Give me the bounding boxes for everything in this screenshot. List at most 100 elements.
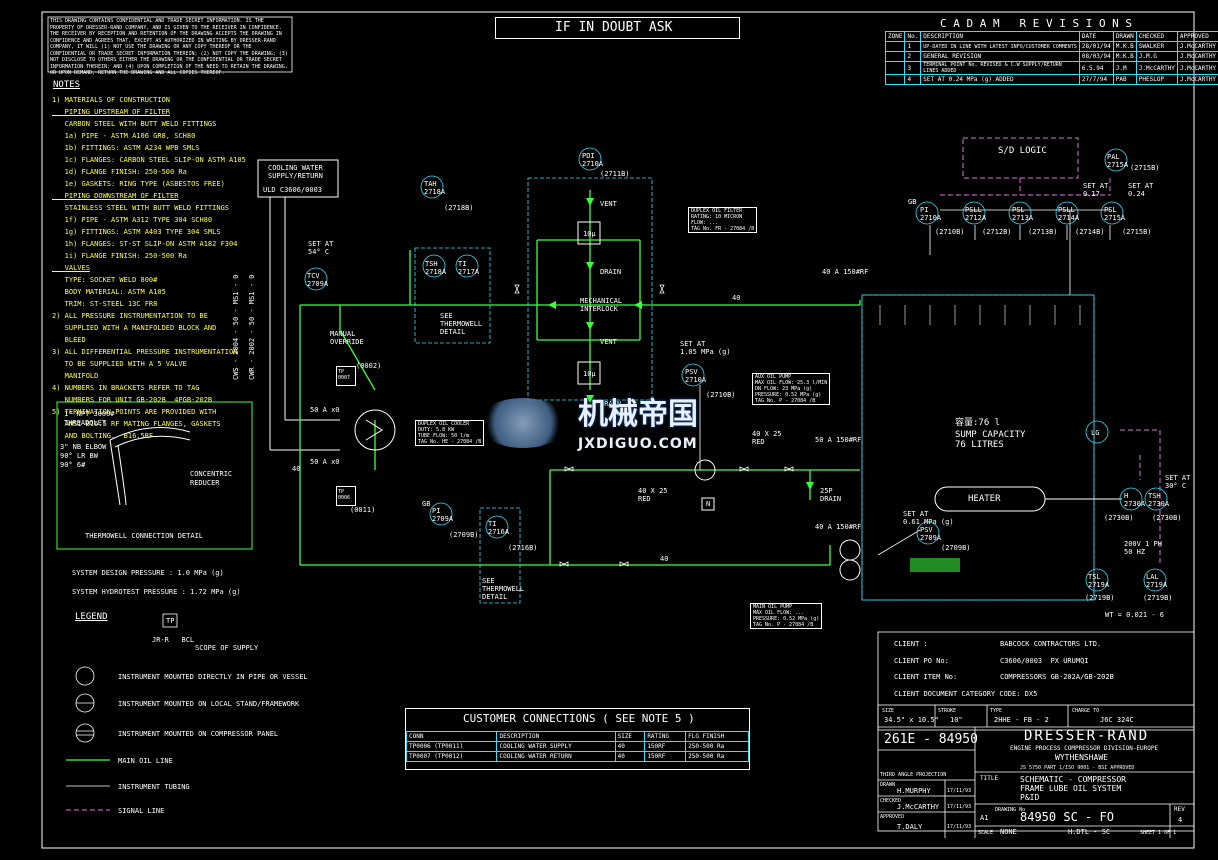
- type-value: 2HHE - FB - 2: [994, 716, 1049, 724]
- tsl-ref: (2719B): [1085, 594, 1115, 602]
- power-supply: 200V 1 PH 50 HZ: [1124, 540, 1162, 556]
- aux-pump-line: AUX OIL PUMP: [755, 374, 792, 380]
- legend-item: INSTRUMENT MOUNTED ON LOCAL STAND/FRAMEW…: [118, 700, 300, 708]
- note-line: 5) TERMINATION POINTS ARE PROVIDED WITH: [52, 408, 217, 416]
- rev-cell: SET AT 0.24 MPa (g) ADDED: [920, 74, 1080, 85]
- rev-label: REV: [1174, 806, 1185, 813]
- checked-date: 17/11/93: [947, 804, 972, 810]
- job-number: 261E - 84950: [884, 732, 978, 747]
- doc-category: CLIENT DOCUMENT CATEGORY CODE: DX5: [894, 690, 1038, 698]
- client-label: CLIENT :: [894, 640, 928, 648]
- legend-item: INSTRUMENT MOUNTED ON COMPRESSOR PANEL: [118, 730, 279, 738]
- cooler-table-line: TUBE FLOW: 50 l/m: [418, 433, 470, 439]
- h-ref: (2730B): [1104, 514, 1134, 522]
- type-label: TYPE: [990, 708, 1003, 714]
- title-label: TITLE: [980, 775, 999, 782]
- note-line: BODY MATERIAL: ASTM A105: [52, 288, 166, 296]
- cust-cell: TP0006 (TP0011): [405, 741, 498, 752]
- tsh2-ref: (2730B): [1152, 514, 1182, 522]
- rev-cell: 6.5.94: [1078, 61, 1114, 75]
- see-thermowell-2: SEE THERMOWELL DETAIL: [482, 577, 525, 601]
- tag-0011: (0011): [350, 506, 376, 514]
- line-50: 50 A 150#RF: [815, 436, 862, 444]
- division: ENGINE PROCESS COMPRESSOR DIVISION-EUROP…: [1010, 745, 1159, 752]
- table-row: TP0007 (TP0012) COOLING WATER RETURN 40 …: [405, 751, 749, 762]
- system-design-pressure: SYSTEM DESIGN PRESSURE : 1.0 MPa (g): [72, 569, 224, 577]
- main-pump-line: PRESSURE: 0.52 MPa (g): [753, 616, 820, 622]
- tp0007-label: TP 0007: [338, 369, 351, 381]
- legend-scope: SCOPE OF SUPPLY: [195, 644, 259, 652]
- legend-item: INSTRUMENT MOUNTED DIRECTLY IN PIPE OR V…: [118, 673, 308, 681]
- reducer-1: 40 X 25 RED: [638, 487, 668, 503]
- cws-line-label: CWS - 2004 - 50 - MS1 - 0: [232, 274, 240, 380]
- line-40-a: 40: [292, 465, 301, 473]
- filter-table: DUPLEX OIL FILTER RATING: 10 MICRON FLOW…: [688, 207, 758, 233]
- cust-col: SIZE: [614, 731, 646, 742]
- legend-jr: JR-R BCL: [152, 636, 195, 644]
- sheet-value: SHEET 1 OF 1: [1140, 830, 1177, 836]
- rev-cell: [884, 61, 906, 75]
- aux-pump-table: AUX OIL PUMP MAX OIL FLOW: 25.3 l/MIN DN…: [752, 373, 831, 405]
- cust-cell: 250-500 Ra: [685, 751, 749, 762]
- system-hydrotest-pressure: SYSTEM HYDROTEST PRESSURE : 1.72 MPa (g): [72, 588, 241, 596]
- rev-cell: 3: [904, 61, 922, 75]
- filter-table-line: TAG No. FR - 27084 /B: [691, 226, 755, 232]
- note-line: PIPING UPSTREAM OF FILTER: [52, 108, 171, 116]
- note-line: TO BE SUPPLIED WITH A 5 VALVE: [52, 360, 187, 368]
- tw-label: 90° 6#: [60, 461, 86, 469]
- location: WYTHENSHAWE: [1055, 753, 1108, 762]
- tah-ref: (2718B): [444, 204, 474, 212]
- note-line: 3) ALL DIFFERENTIAL PRESSURE INSTRUMENTA…: [52, 348, 238, 356]
- cust-cell: 40: [614, 751, 646, 762]
- checked-value: J.McCARTHY: [897, 803, 940, 811]
- set-024: SET AT 0.24: [1128, 182, 1154, 198]
- sd-logic: S/D LOGIC: [998, 146, 1047, 156]
- tw-label: CONCENTRIC: [190, 470, 233, 478]
- size-value: 34.5" x 10.5": [884, 716, 939, 724]
- ref-value: H.DTL - SC: [1068, 828, 1111, 836]
- rev-col-date: DATE: [1078, 31, 1114, 42]
- aux-pump-line: TAG No. P - 27084 /B: [755, 398, 816, 404]
- tw-caption: THERMOWELL CONNECTION DETAIL: [85, 532, 204, 540]
- approved-label: APPROVED: [880, 814, 905, 820]
- checked-label: CHECKED: [880, 798, 902, 804]
- vent-label-1: VENT: [600, 200, 617, 208]
- drain-25p: 25P DRAIN: [820, 487, 842, 503]
- sump-capacity: SUMP CAPACITY 76 LITRES: [955, 430, 1026, 450]
- po-label: CLIENT PO No:: [894, 657, 949, 665]
- reducer-2: 40 X 25 RED: [752, 430, 782, 446]
- po-value: C3606/0003 PX URUMQI: [1000, 657, 1089, 665]
- note-line: PIPING DOWNSTREAM OF FILTER: [52, 192, 179, 200]
- tw-label: 1" NPT 3000#: [64, 410, 115, 418]
- drawing-number: 84950 SC - FO: [1020, 810, 1114, 824]
- main-pump-line: MAX OIL FLOW: ...: [753, 610, 805, 616]
- rev-col-drawn: DRAWN: [1112, 31, 1137, 42]
- drawing-title: SCHEMATIC - COMPRESSOR FRAME LUBE OIL SY…: [1020, 775, 1126, 802]
- cust-cell: COOLING WATER RETURN: [496, 751, 616, 762]
- psv2-set: SET AT 0.61 MPa (g): [903, 510, 954, 526]
- note-line: 1b) FITTINGS: ASTM A234 WPB SMLS: [52, 144, 200, 152]
- revisions-title: C A D A M R E V I S I O N S: [940, 17, 1133, 30]
- watermark-brand: 机械帝国: [578, 397, 698, 432]
- cust-cell: COOLING WATER SUPPLY: [496, 741, 616, 752]
- rev-cell: GENERAL REVISION: [920, 51, 1080, 62]
- note-line: 1d) FLANGE FINISH: 250-500 Ra: [52, 168, 187, 176]
- filter-table-line: FLOW: ...: [691, 220, 719, 226]
- note-line: 1h) FLANGES: ST-ST SLIP-ON ASTM A182 F30…: [52, 240, 238, 248]
- drawn-label: DRAWN: [880, 782, 896, 788]
- aux-pump-line: MAX OIL FLOW: 25.3 l/MIN: [755, 380, 828, 386]
- line-40-c: 40: [660, 555, 669, 563]
- tp0006-label: TP 0006: [338, 489, 351, 501]
- pdi-ref: (2711B): [600, 170, 630, 178]
- legend-item: INSTRUMENT TUBING: [118, 783, 190, 791]
- size-label: SIZE: [882, 708, 895, 714]
- company-name: DRESSER-RAND: [1024, 728, 1150, 744]
- item-label: CLIENT ITEM No:: [894, 673, 958, 681]
- rev-cell: TERMINAL POINT No. REVISED & C.W SUPPLY/…: [920, 61, 1080, 75]
- size-50a-2: 50 A x0: [310, 458, 340, 466]
- note-line: STAINLESS STEEL WITH BUTT WELD FITTINGS: [52, 204, 230, 212]
- cooler-table: DUPLEX OIL COOLER DUTY: 5.8 KW TUBE FLOW…: [415, 420, 485, 446]
- note-line: VALVES: [52, 264, 90, 272]
